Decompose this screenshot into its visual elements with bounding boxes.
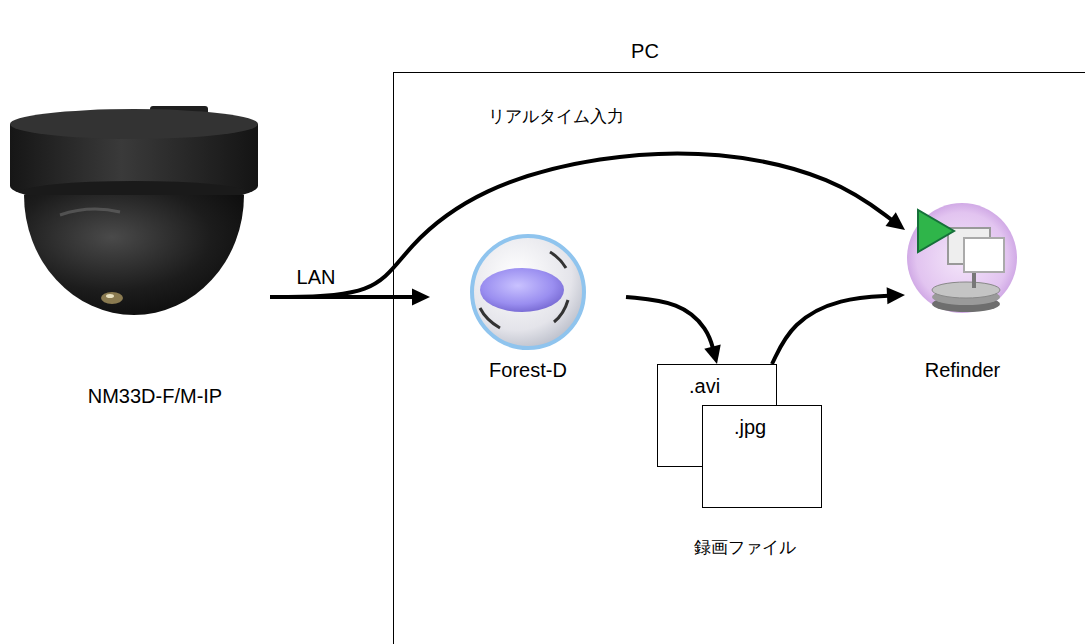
icon-disc	[907, 203, 1017, 313]
arrowhead	[887, 287, 905, 304]
connector	[772, 287, 905, 364]
node-text: .avi	[689, 375, 720, 398]
icon-marks	[480, 252, 568, 328]
camera-top	[10, 109, 258, 139]
edge-label: LAN	[294, 265, 339, 289]
edge-label: リアルタイム入力	[485, 107, 627, 127]
node-text: .jpg	[734, 416, 766, 439]
dome-highlight	[60, 209, 120, 215]
camera-illustration	[10, 106, 258, 315]
arrowhead	[412, 289, 430, 306]
icon-lens	[480, 268, 564, 312]
node-text: Forest-D	[489, 359, 567, 382]
node-text: NM33D-F/M-IP	[88, 385, 222, 408]
arrowhead	[704, 344, 720, 364]
arrowhead	[886, 212, 905, 230]
software-node: Refinder	[905, 200, 1020, 382]
connector-line	[626, 297, 714, 352]
icon-sphere	[472, 236, 584, 348]
forest-icon	[472, 236, 584, 348]
connector	[626, 297, 721, 364]
file-box: .jpg	[702, 405, 822, 508]
software-node: Forest-D	[430, 232, 626, 382]
camera-dome	[24, 195, 244, 315]
monitor-frame	[964, 238, 1004, 272]
connector	[270, 153, 905, 297]
caption-label: 録画ファイル	[691, 538, 799, 558]
connector-line	[270, 153, 895, 297]
lens-highlight	[106, 294, 114, 298]
camera-lens	[101, 292, 123, 304]
node-text: PC	[631, 40, 659, 63]
camera-node: NM33D-F/M-IP	[0, 100, 270, 408]
connector-line	[772, 296, 893, 364]
refinder-icon	[907, 203, 1017, 313]
node-text: Refinder	[925, 359, 1001, 382]
disc-stack	[932, 282, 1000, 298]
play-triangle	[918, 210, 954, 252]
